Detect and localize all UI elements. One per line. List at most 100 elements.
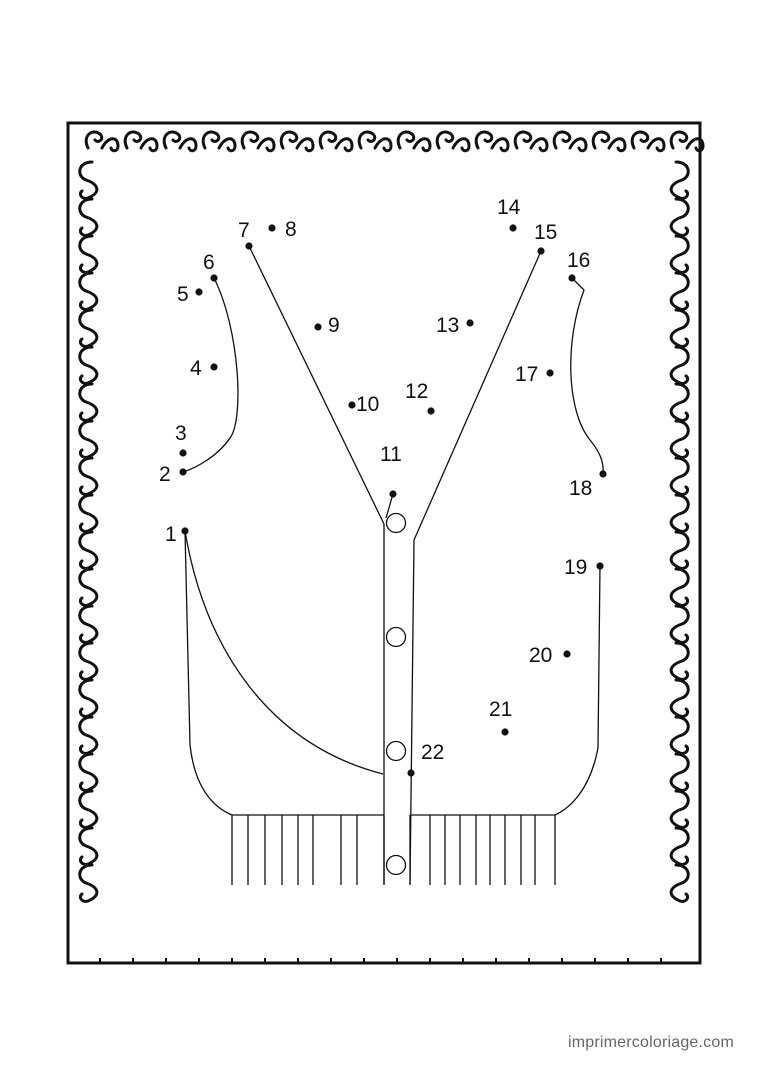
- curl-icon: [78, 419, 99, 459]
- curl-icon: [123, 130, 143, 150]
- curl-icon: [669, 419, 690, 459]
- dot-label: 18: [569, 477, 592, 500]
- curl-icon: [669, 197, 690, 237]
- dot-label: 22: [421, 741, 444, 764]
- cardigan-buttons: [385, 512, 407, 876]
- curl-icon: [669, 678, 690, 718]
- dot-label: 15: [534, 221, 557, 244]
- dot-6: [210, 274, 218, 282]
- dot-11: [389, 490, 397, 498]
- curl-icon: [669, 493, 690, 533]
- ribbed-hem: [231, 815, 556, 885]
- dot-label: 21: [489, 698, 512, 721]
- curl-icon: [78, 160, 99, 200]
- dot-label: 11: [380, 443, 402, 466]
- dot-3: [179, 449, 187, 457]
- dot-19: [596, 562, 604, 570]
- site-credit: imprimercoloriage.com: [567, 1034, 734, 1051]
- dot-8: [268, 224, 276, 232]
- curl-icon: [279, 130, 299, 150]
- dot-label: 19: [564, 556, 587, 579]
- curl-icon: [669, 567, 690, 607]
- curl-icon: [78, 456, 99, 496]
- placket-right: [409, 539, 415, 885]
- curl-icon: [201, 130, 221, 150]
- cardigan-outline: [182, 245, 604, 885]
- curl-icon: [100, 137, 120, 153]
- dot-1: [181, 527, 189, 535]
- curl-icon: [78, 493, 99, 533]
- dot-label: 8: [285, 218, 297, 241]
- curl-icon: [490, 137, 510, 153]
- curl-icon: [669, 160, 690, 200]
- curl-icon: [669, 530, 690, 570]
- dot-label: 2: [159, 463, 171, 486]
- curl-icon: [685, 137, 705, 153]
- dot-12: [427, 407, 435, 415]
- curl-icon: [357, 130, 377, 150]
- dot-label: 10: [356, 393, 379, 416]
- curl-icon: [568, 137, 588, 153]
- dot-15: [537, 247, 545, 255]
- cardigan-button-icon: [385, 626, 407, 648]
- dot-20: [563, 650, 571, 658]
- cardigan-button-icon: [385, 740, 407, 762]
- curl-icon: [669, 604, 690, 644]
- curl-icon: [78, 678, 99, 718]
- curl-icon: [552, 130, 572, 150]
- dot-label: 16: [567, 249, 590, 272]
- curl-icon: [435, 130, 455, 150]
- curl-icon: [318, 130, 338, 150]
- dot-22: [407, 769, 415, 777]
- curl-icon: [78, 197, 99, 237]
- left-sleeve-edge: [182, 277, 239, 473]
- curl-icon: [396, 130, 416, 150]
- curl-icon: [256, 137, 276, 153]
- curl-icon: [669, 456, 690, 496]
- dot-7: [245, 242, 253, 250]
- dot-label: 13: [436, 314, 459, 337]
- curl-icon: [78, 826, 99, 866]
- dot-17: [546, 369, 554, 377]
- curl-icon: [513, 130, 533, 150]
- curl-icon: [412, 137, 432, 153]
- curl-icon: [334, 137, 354, 153]
- dot-21: [501, 728, 509, 736]
- curl-icon: [646, 137, 666, 153]
- left-body: [184, 530, 233, 816]
- curl-icon: [669, 789, 690, 829]
- curl-icon: [295, 137, 315, 153]
- curl-icon: [669, 863, 690, 903]
- curl-icon: [78, 863, 99, 903]
- curl-icon: [669, 382, 690, 422]
- curl-icon: [78, 641, 99, 681]
- curl-icon: [669, 752, 690, 792]
- curl-icon: [78, 752, 99, 792]
- dot-label: 1: [165, 523, 177, 546]
- curl-icon: [78, 715, 99, 755]
- left-collar: [248, 245, 385, 525]
- dot-14: [509, 224, 517, 232]
- curl-icon: [78, 345, 99, 385]
- right-sleeve-edge: [570, 277, 604, 475]
- dot-label: 3: [175, 422, 187, 445]
- curl-icon: [529, 137, 549, 153]
- curl-icon: [607, 137, 627, 153]
- curl-icon: [139, 137, 159, 153]
- curl-icon: [669, 715, 690, 755]
- curl-icon: [162, 130, 182, 150]
- curl-icon: [669, 271, 690, 311]
- collar-tip: [385, 493, 394, 519]
- dot-9: [314, 323, 322, 331]
- curl-icon: [669, 641, 690, 681]
- dot-label: 4: [190, 357, 202, 380]
- curl-icon: [78, 789, 99, 829]
- dot-10: [348, 401, 356, 409]
- dot-16: [568, 274, 576, 282]
- right-collar: [413, 250, 542, 541]
- cardigan-button-icon: [385, 854, 407, 876]
- bottom-ticks: [99, 958, 662, 962]
- dot-4: [210, 363, 218, 371]
